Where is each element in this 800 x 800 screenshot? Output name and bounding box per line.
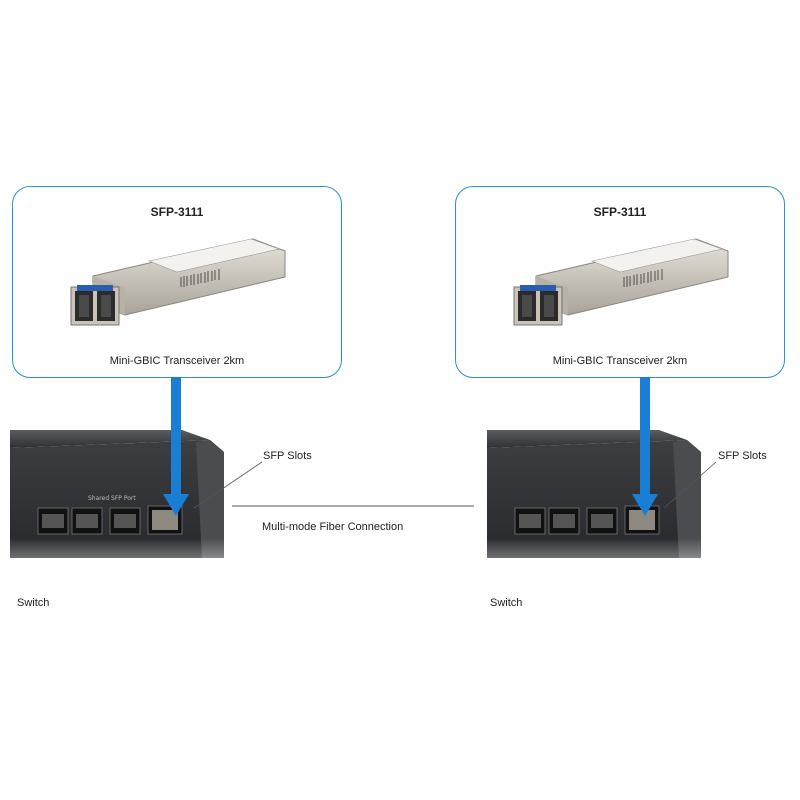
switch-image-left: Shared SFP Port — [10, 430, 242, 594]
svg-text:Shared SFP Port: Shared SFP Port — [88, 495, 136, 502]
fiber-connection-label: Multi-mode Fiber Connection — [262, 521, 404, 533]
sfp-slots-label-right: SFP Slots — [718, 450, 767, 462]
switch-image-right — [487, 430, 719, 594]
product-card-right: SFP-3111 Mini-GBIC Transceiver 2km — [455, 186, 785, 378]
sfp-transceiver-image — [70, 238, 286, 326]
sfp-transceiver-image — [513, 238, 729, 326]
product-caption: Mini-GBIC Transceiver 2km — [552, 355, 688, 367]
switch-label-right: Switch — [490, 597, 523, 609]
product-title: SFP-3111 — [150, 205, 204, 219]
product-title: SFP-3111 — [593, 205, 647, 219]
switch-label-left: Switch — [17, 597, 50, 609]
product-card-left: SFP-3111 Mini-GBIC Transceiver 2km — [12, 186, 342, 378]
product-caption: Mini-GBIC Transceiver 2km — [109, 355, 245, 367]
sfp-slots-label-left: SFP Slots — [263, 450, 312, 462]
